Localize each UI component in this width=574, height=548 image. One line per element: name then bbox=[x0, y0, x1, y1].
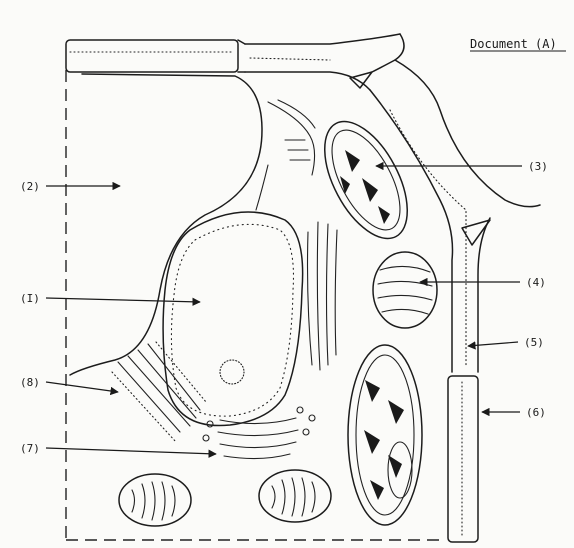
golgi-horizontal bbox=[203, 407, 315, 459]
vacuole-membrane bbox=[70, 74, 262, 375]
label-2: (2) bbox=[20, 180, 40, 193]
arrow-7 bbox=[46, 448, 216, 454]
arrow-5 bbox=[468, 342, 518, 346]
chloroplast-lower bbox=[348, 345, 422, 525]
label-4: (4) bbox=[526, 276, 546, 289]
nucleus bbox=[163, 212, 303, 426]
mitochondrion-bottom-middle bbox=[259, 470, 331, 522]
cell-wall-right bbox=[350, 60, 540, 542]
label-8: (8) bbox=[20, 376, 40, 389]
rough-er bbox=[112, 342, 206, 442]
document-title: Document (A) bbox=[470, 37, 557, 51]
mitochondrion-bottom-left bbox=[119, 474, 191, 526]
er-strands bbox=[256, 100, 315, 210]
label-3: (3) bbox=[528, 160, 548, 173]
label-1: (I) bbox=[20, 292, 40, 305]
label-6: (6) bbox=[526, 406, 546, 419]
chloroplast-upper bbox=[308, 108, 425, 251]
arrow-1 bbox=[46, 298, 200, 302]
label-5: (5) bbox=[524, 336, 544, 349]
label-7: (7) bbox=[20, 442, 40, 455]
mitochondrion-right bbox=[373, 252, 437, 328]
golgi-vertical bbox=[308, 222, 338, 370]
arrow-8 bbox=[46, 382, 118, 392]
